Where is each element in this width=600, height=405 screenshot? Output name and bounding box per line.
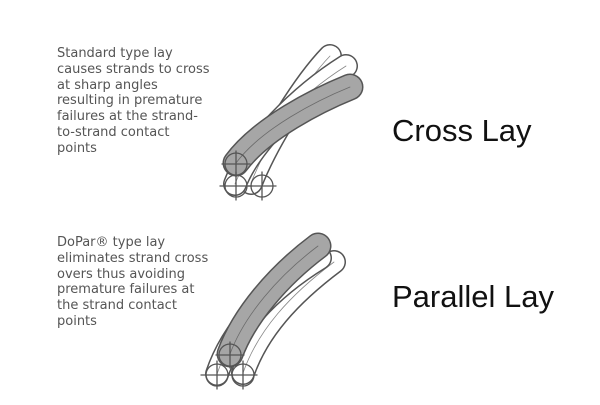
parallel-lay-description-line: points bbox=[57, 313, 97, 329]
parallel-lay-description-line: eliminates strand cross bbox=[57, 250, 209, 266]
cross-lay-description-line: resulting in premature bbox=[57, 93, 203, 109]
parallel-lay-description-line: overs thus avoiding bbox=[57, 266, 185, 282]
cross-lay-description-line: Standard type lay bbox=[57, 46, 173, 61]
cross-lay-diagram bbox=[219, 44, 364, 201]
cross-lay-label: Cross Lay bbox=[392, 113, 532, 148]
cross-lay-description: Standard type lay causes strands to cros… bbox=[57, 46, 210, 157]
parallel-lay-description-line: DoPar® type lay bbox=[57, 235, 166, 250]
parallel-lay-highlighted-strand bbox=[216, 232, 332, 368]
parallel-lay-description-line: premature failures at bbox=[57, 282, 195, 298]
cross-lay-description-line: failures at the strand- bbox=[57, 109, 198, 125]
parallel-lay-diagram bbox=[200, 232, 346, 390]
cross-lay-description-line: at sharp angles bbox=[57, 77, 158, 93]
parallel-lay-back-strand bbox=[231, 250, 346, 385]
cross-lay-description-line: to-strand contact bbox=[57, 124, 170, 140]
cross-lay-highlighted-strand bbox=[222, 73, 364, 177]
cross-lay-description-line: points bbox=[57, 140, 97, 156]
cross-lay-cross-sections bbox=[219, 150, 277, 201]
parallel-lay-cross-sections bbox=[200, 341, 258, 390]
parallel-lay-label: Parallel Lay bbox=[392, 279, 554, 314]
parallel-lay-description: DoPar® type lay eliminates strand cross … bbox=[57, 235, 208, 330]
cross-lay-description-line: causes strands to cross bbox=[57, 61, 210, 77]
parallel-lay-description-line: the strand contact bbox=[57, 298, 177, 314]
